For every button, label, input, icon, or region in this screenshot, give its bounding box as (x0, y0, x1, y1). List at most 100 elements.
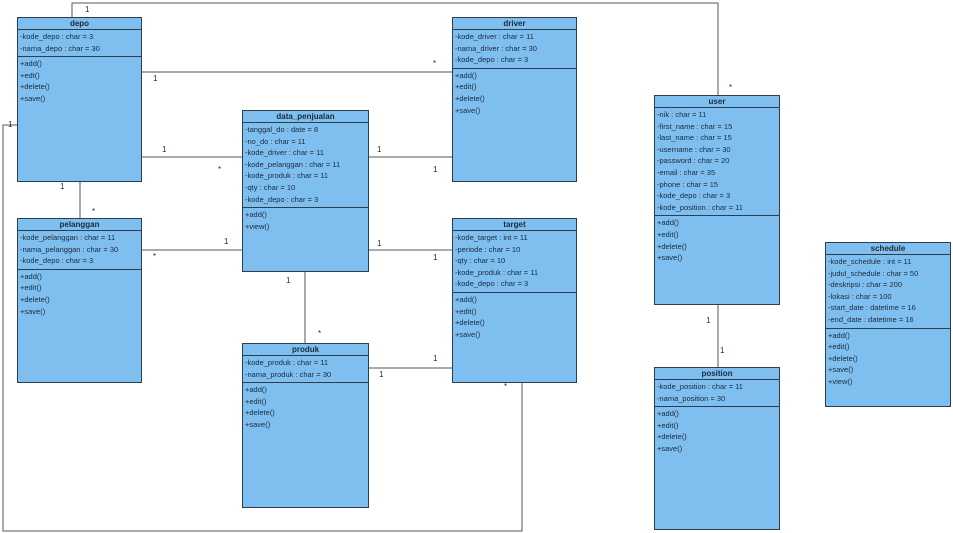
class-target[interactable]: target -kode_target : int = 11 -periode … (452, 218, 577, 383)
class-data-penjualan[interactable]: data_penjualan -tanggal_do : date = 8 -n… (242, 110, 369, 272)
attribute: -kode_driver : char = 11 (245, 148, 324, 158)
multiplicity-label: * (504, 382, 508, 391)
assoc-depo-target-loop (2, 124, 523, 532)
attribute: -nama_position = 30 (657, 393, 726, 403)
method: +add() (657, 409, 679, 419)
attributes-section: -tanggal_do : date = 8 -no_do : char = 1… (243, 123, 368, 209)
method: +save() (455, 105, 481, 115)
multiplicity-label: 1 (377, 145, 382, 154)
method: +save() (20, 306, 46, 316)
methods-section: +add() +edit() +delete() +save() +view() (826, 329, 950, 390)
attribute: -tanggal_do : date = 8 (245, 125, 319, 134)
method: +save() (657, 253, 683, 263)
method: +add() (455, 70, 477, 80)
methods-section: +add() +view() (243, 208, 368, 234)
method: +add() (20, 271, 42, 281)
attribute: -deskripsi : char = 200 (828, 280, 902, 290)
attribute: -judul_schedule : char = 50 (828, 268, 919, 278)
method: +edit() (245, 396, 267, 406)
assoc-depo-user (71, 2, 719, 95)
methods-section: +add() +edt() +delete() +save() (18, 57, 141, 106)
methods-section: +add() +edit() +delete() +save() (453, 293, 576, 342)
multiplicity-label: 1 (433, 253, 438, 262)
attribute: -kode_position : char = 11 (657, 202, 743, 212)
class-position[interactable]: position -kode_position : char = 11 -nam… (654, 367, 780, 530)
method: +edit() (657, 420, 679, 430)
attribute: -kode_depo : char = 3 (657, 191, 731, 201)
method: +add() (455, 294, 477, 304)
attribute: -kode_pelanggan : char = 11 (20, 233, 116, 242)
attributes-section: -kode_driver : char = 11 -nama_driver : … (453, 30, 576, 69)
method: +edit() (455, 306, 477, 316)
method: +edit() (657, 229, 679, 239)
attribute: -kode_depo : char = 3 (20, 256, 94, 266)
attribute: -kode_depo : char = 3 (455, 55, 529, 65)
method: +save() (455, 329, 481, 339)
class-name: data_penjualan (243, 111, 368, 123)
multiplicity-label: 1 (286, 276, 291, 285)
attribute: -kode_produk : char = 11 (245, 171, 329, 181)
class-schedule[interactable]: schedule -kode_schedule : int = 11 -judu… (825, 242, 951, 407)
method: +delete() (20, 82, 50, 92)
multiplicity-label: 1 (433, 165, 438, 174)
class-name: user (655, 96, 779, 108)
multiplicity-label: 1 (153, 74, 158, 83)
multiplicity-label: 1 (162, 145, 167, 154)
method: +add() (20, 59, 42, 69)
attribute: -kode_schedule : int = 11 (828, 257, 912, 266)
class-pelanggan[interactable]: pelanggan -kode_pelanggan : char = 11 -n… (17, 218, 142, 383)
method: +edt() (20, 70, 40, 80)
method: +delete() (455, 318, 485, 328)
methods-section: +add() +edit() +delete() +save() (655, 407, 779, 456)
attribute: -kode_position : char = 11 (657, 382, 743, 391)
multiplicity-label: * (318, 329, 322, 338)
attribute: -kode_driver : char = 11 (455, 32, 534, 41)
attributes-section: -kode_schedule : int = 11 -judul_schedul… (826, 255, 950, 329)
method: +delete() (657, 241, 687, 251)
attribute: -nik : char = 11 (657, 110, 707, 119)
class-name: pelanggan (18, 219, 141, 231)
attribute: -first_name : char = 15 (657, 121, 733, 131)
attribute: -end_date : datetime = 16 (828, 314, 914, 324)
method: +view() (245, 221, 270, 231)
class-driver[interactable]: driver -kode_driver : char = 11 -nama_dr… (452, 17, 577, 182)
attribute: -kode_depo : char = 3 (245, 194, 319, 204)
multiplicity-label: 1 (8, 120, 13, 129)
multiplicity-label: * (153, 252, 157, 261)
class-produk[interactable]: produk -kode_produk : char = 11 -nama_pr… (242, 343, 369, 508)
method: +view() (828, 376, 853, 386)
method: +delete() (455, 93, 485, 103)
class-name: position (655, 368, 779, 380)
attribute: -periode : char = 10 (455, 244, 521, 254)
method: +edit() (828, 342, 850, 352)
class-name: schedule (826, 243, 950, 255)
method: +add() (245, 385, 267, 395)
class-name: depo (18, 18, 141, 30)
attribute: -lokasi : char = 100 (828, 291, 892, 301)
attribute: -email : char = 35 (657, 167, 716, 177)
class-depo[interactable]: depo -kode_depo : char = 3 -nama_depo : … (17, 17, 142, 182)
attribute: -kode_depo : char = 3 (20, 32, 94, 41)
method: +edit() (455, 82, 477, 92)
methods-section: +add() +edit() +delete() +save() (243, 383, 368, 432)
multiplicity-label: 1 (224, 237, 229, 246)
class-name: driver (453, 18, 576, 30)
class-user[interactable]: user -nik : char = 11 -first_name : char… (654, 95, 780, 305)
attribute: -nama_depo : char = 30 (20, 43, 100, 53)
multiplicity-label: 1 (85, 5, 90, 14)
method: +edit() (20, 283, 42, 293)
attributes-section: -kode_position : char = 11 -nama_positio… (655, 380, 779, 408)
method: +save() (20, 93, 46, 103)
attribute: -kode_pelanggan : char = 11 (245, 159, 341, 169)
method: +save() (828, 365, 854, 375)
attribute: -kode_produk : char = 11 (455, 267, 539, 277)
method: +delete() (20, 294, 50, 304)
attribute: -nama_pelanggan : char = 30 (20, 244, 119, 254)
method: +add() (657, 218, 679, 228)
method: +delete() (245, 408, 275, 418)
method: +add() (828, 330, 850, 340)
multiplicity-label: 1 (720, 346, 725, 355)
method: +save() (657, 443, 683, 453)
attributes-section: -kode_pelanggan : char = 11 -nama_pelang… (18, 231, 141, 270)
